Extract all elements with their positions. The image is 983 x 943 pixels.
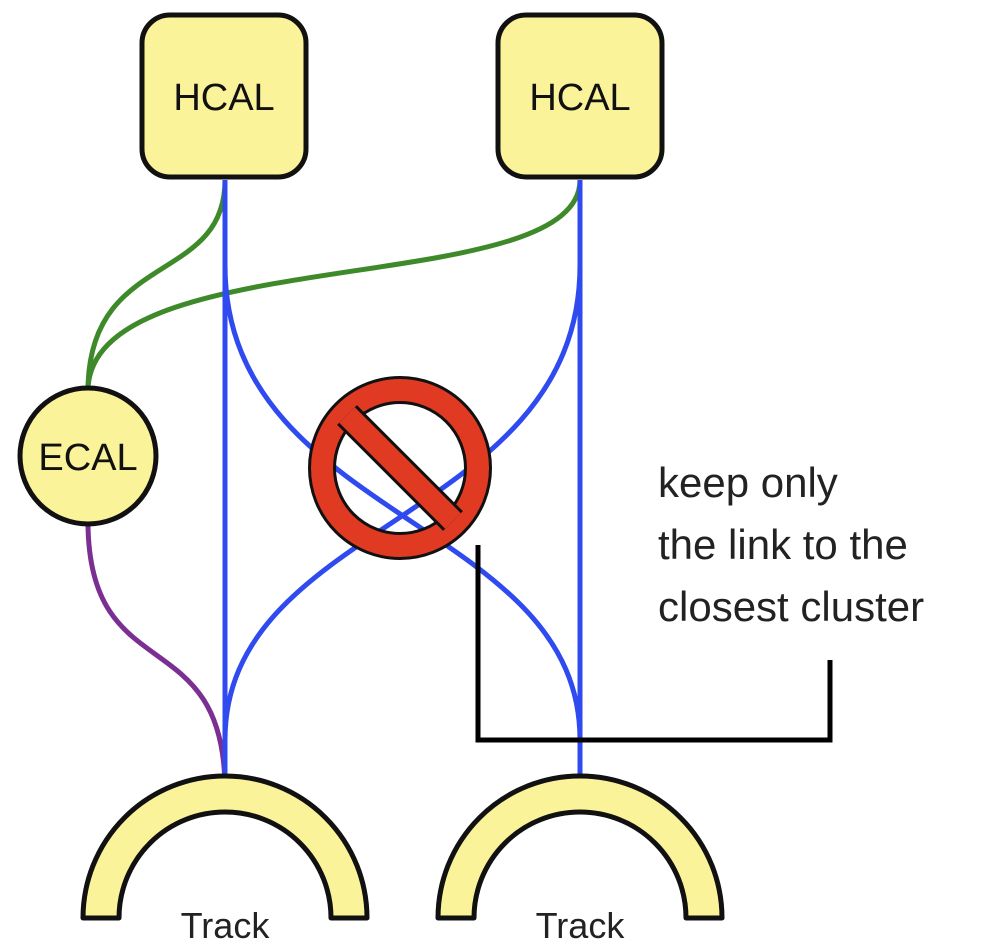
link-ecal-track-left — [85, 524, 228, 791]
hcal-left-label: HCAL — [173, 77, 274, 119]
hcal-left-node: HCAL — [139, 12, 309, 180]
hcal-right-label: HCAL — [529, 77, 630, 119]
track-right-node: Track — [435, 773, 725, 943]
no-entry-sign-icon — [308, 376, 492, 560]
annotation-line-2: the link to the — [658, 521, 908, 568]
track-right-label: Track — [536, 905, 626, 943]
track-left-node: Track — [80, 773, 370, 943]
track-left-label: Track — [181, 905, 271, 943]
ecal-node: ECAL — [17, 385, 159, 527]
link-hcal-left-ecal — [85, 179, 228, 389]
annotation-line-1: keep only — [658, 459, 838, 506]
link-track-right-hcal-left — [222, 264, 583, 741]
ecal-label: ECAL — [38, 437, 137, 479]
callout-line — [475, 545, 833, 743]
link-hcal-right-ecal — [85, 179, 583, 389]
link-track-left-hcal-right — [222, 264, 583, 741]
annotation-note: keep only the link to the closest cluste… — [658, 452, 978, 638]
hcal-right-node: HCAL — [495, 12, 665, 180]
annotation-line-3: closest cluster — [658, 583, 925, 630]
